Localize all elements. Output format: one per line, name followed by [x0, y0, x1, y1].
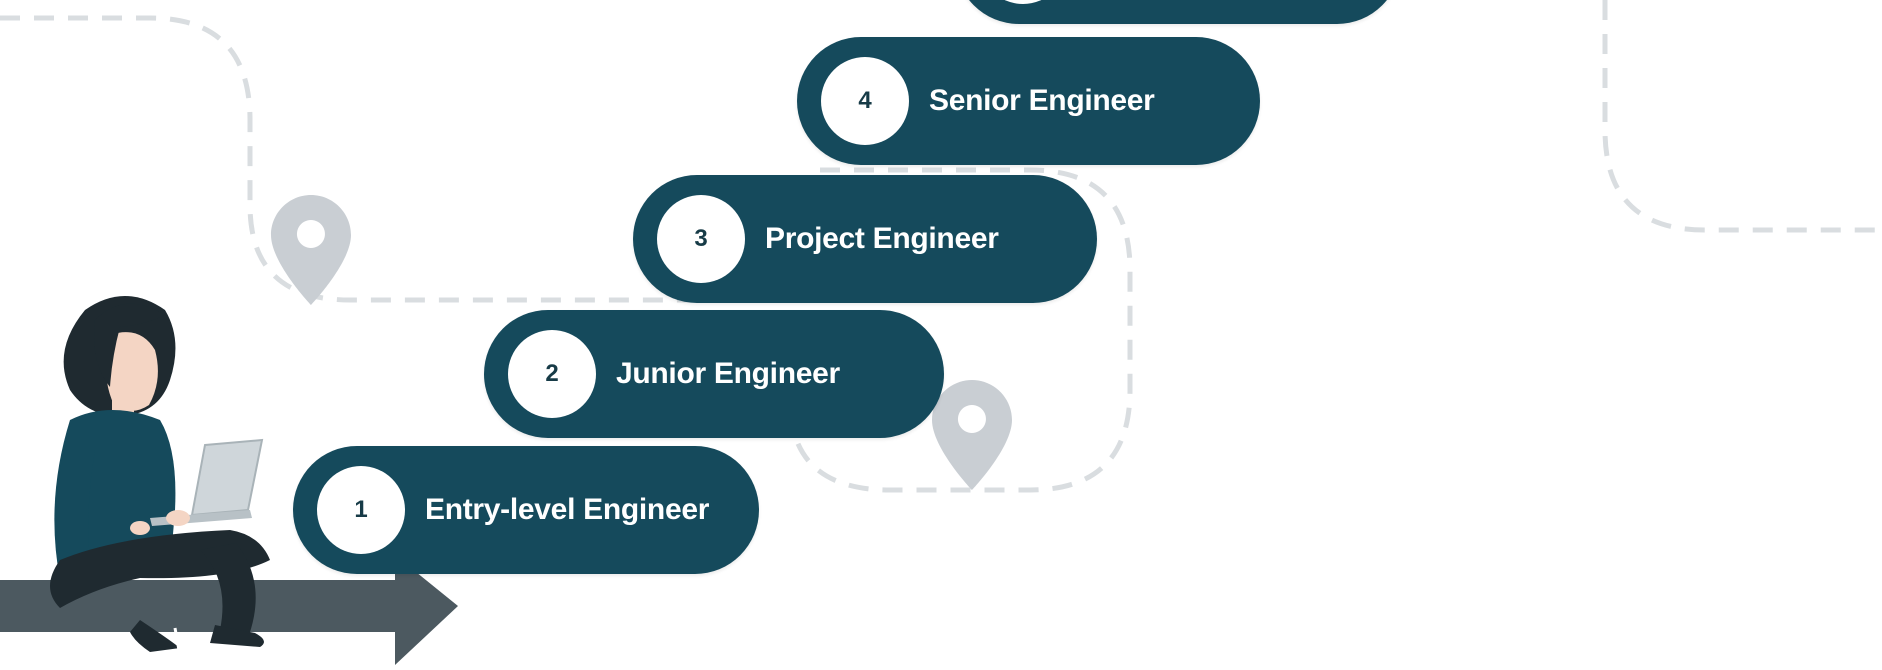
step-1: 1 Entry-level Engineer: [293, 446, 759, 574]
person-with-laptop: [50, 296, 270, 657]
location-pin-icon: [271, 195, 351, 305]
step-number: 1: [317, 466, 405, 554]
step-2: 2 Junior Engineer: [484, 310, 944, 438]
step-label: Entry-level Engineer: [425, 493, 710, 526]
step-3: 3 Project Engineer: [633, 175, 1097, 303]
step-number: 3: [657, 195, 745, 283]
step-label: Junior Engineer: [616, 357, 840, 390]
step-4: 4 Senior Engineer: [797, 37, 1260, 165]
step-label: Project Engineer: [765, 222, 999, 255]
step-number: 5: [979, 0, 1067, 4]
step-number: 2: [508, 330, 596, 418]
step-label: Senior Engineer: [929, 84, 1155, 117]
step-number: 4: [821, 57, 909, 145]
step-5: 5: [955, 0, 1401, 24]
location-pin-icon: [932, 380, 1012, 490]
